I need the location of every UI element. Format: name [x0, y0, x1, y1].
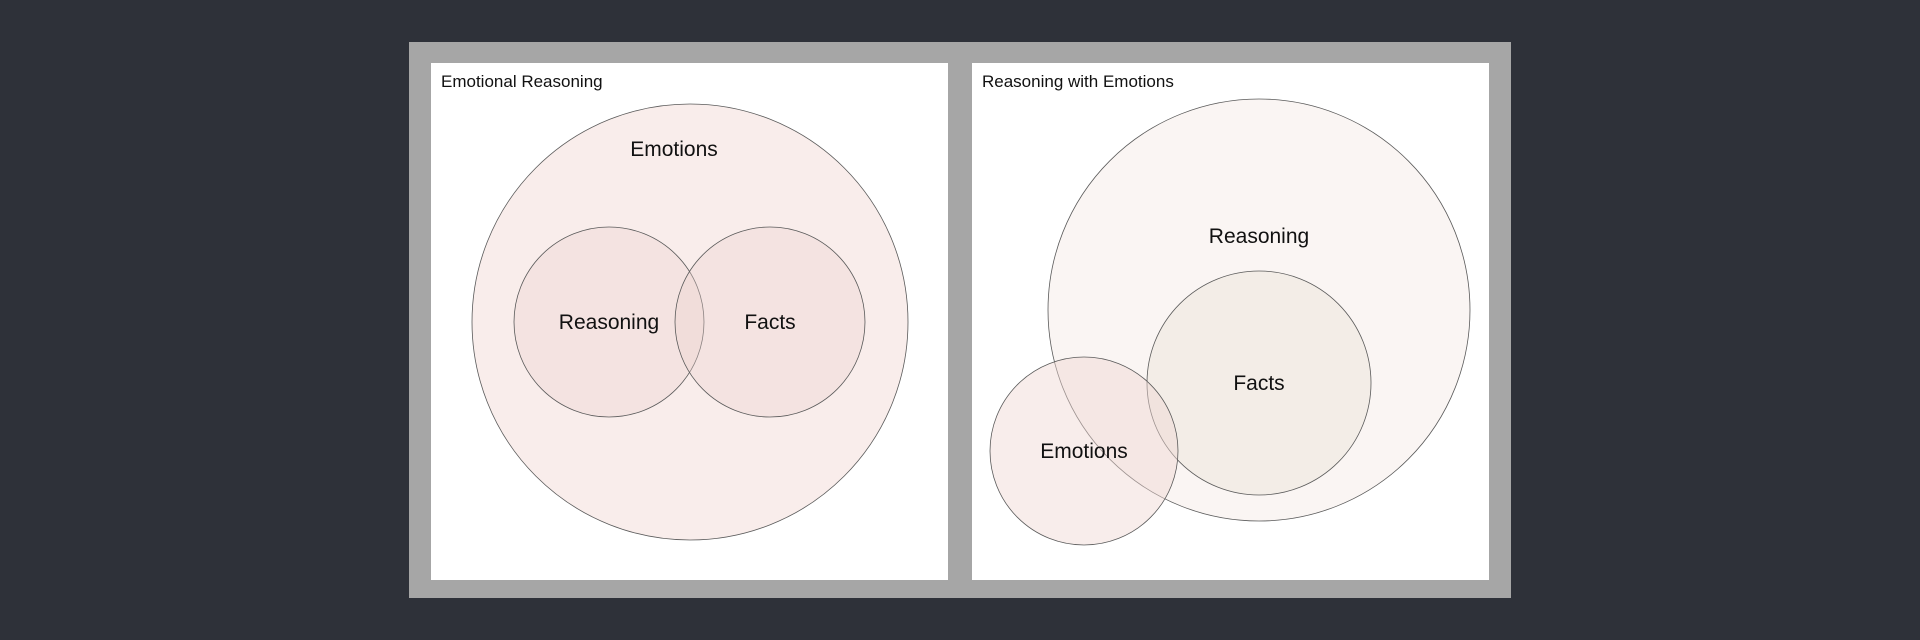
emotions-label: Emotions	[630, 138, 718, 161]
facts-circle	[1146, 270, 1372, 496]
panel-emotional-reasoning: Emotional Reasoning Emotions Reasoning F…	[431, 63, 948, 580]
reasoning-label: Reasoning	[1209, 225, 1309, 248]
reasoning-circle	[513, 226, 705, 418]
venn-diagram-reasoning-with-emotions: Reasoning Facts Emotions	[989, 98, 1471, 546]
panel-title: Reasoning with Emotions	[982, 72, 1174, 91]
facts-circle	[674, 226, 866, 418]
reasoning-label: Reasoning	[559, 311, 659, 334]
venn-diagram-emotional-reasoning: Emotions Reasoning Facts	[471, 103, 909, 541]
facts-label: Facts	[744, 311, 795, 334]
emotions-circle	[989, 356, 1179, 546]
emotions-label: Emotions	[1040, 440, 1128, 463]
facts-label: Facts	[1233, 372, 1284, 395]
emotions-circle	[471, 103, 909, 541]
panel-reasoning-with-emotions: Reasoning with Emotions Reasoning Facts …	[972, 63, 1489, 580]
diagram-frame: Emotional Reasoning Emotions Reasoning F…	[409, 42, 1511, 598]
panel-title: Emotional Reasoning	[441, 72, 603, 91]
